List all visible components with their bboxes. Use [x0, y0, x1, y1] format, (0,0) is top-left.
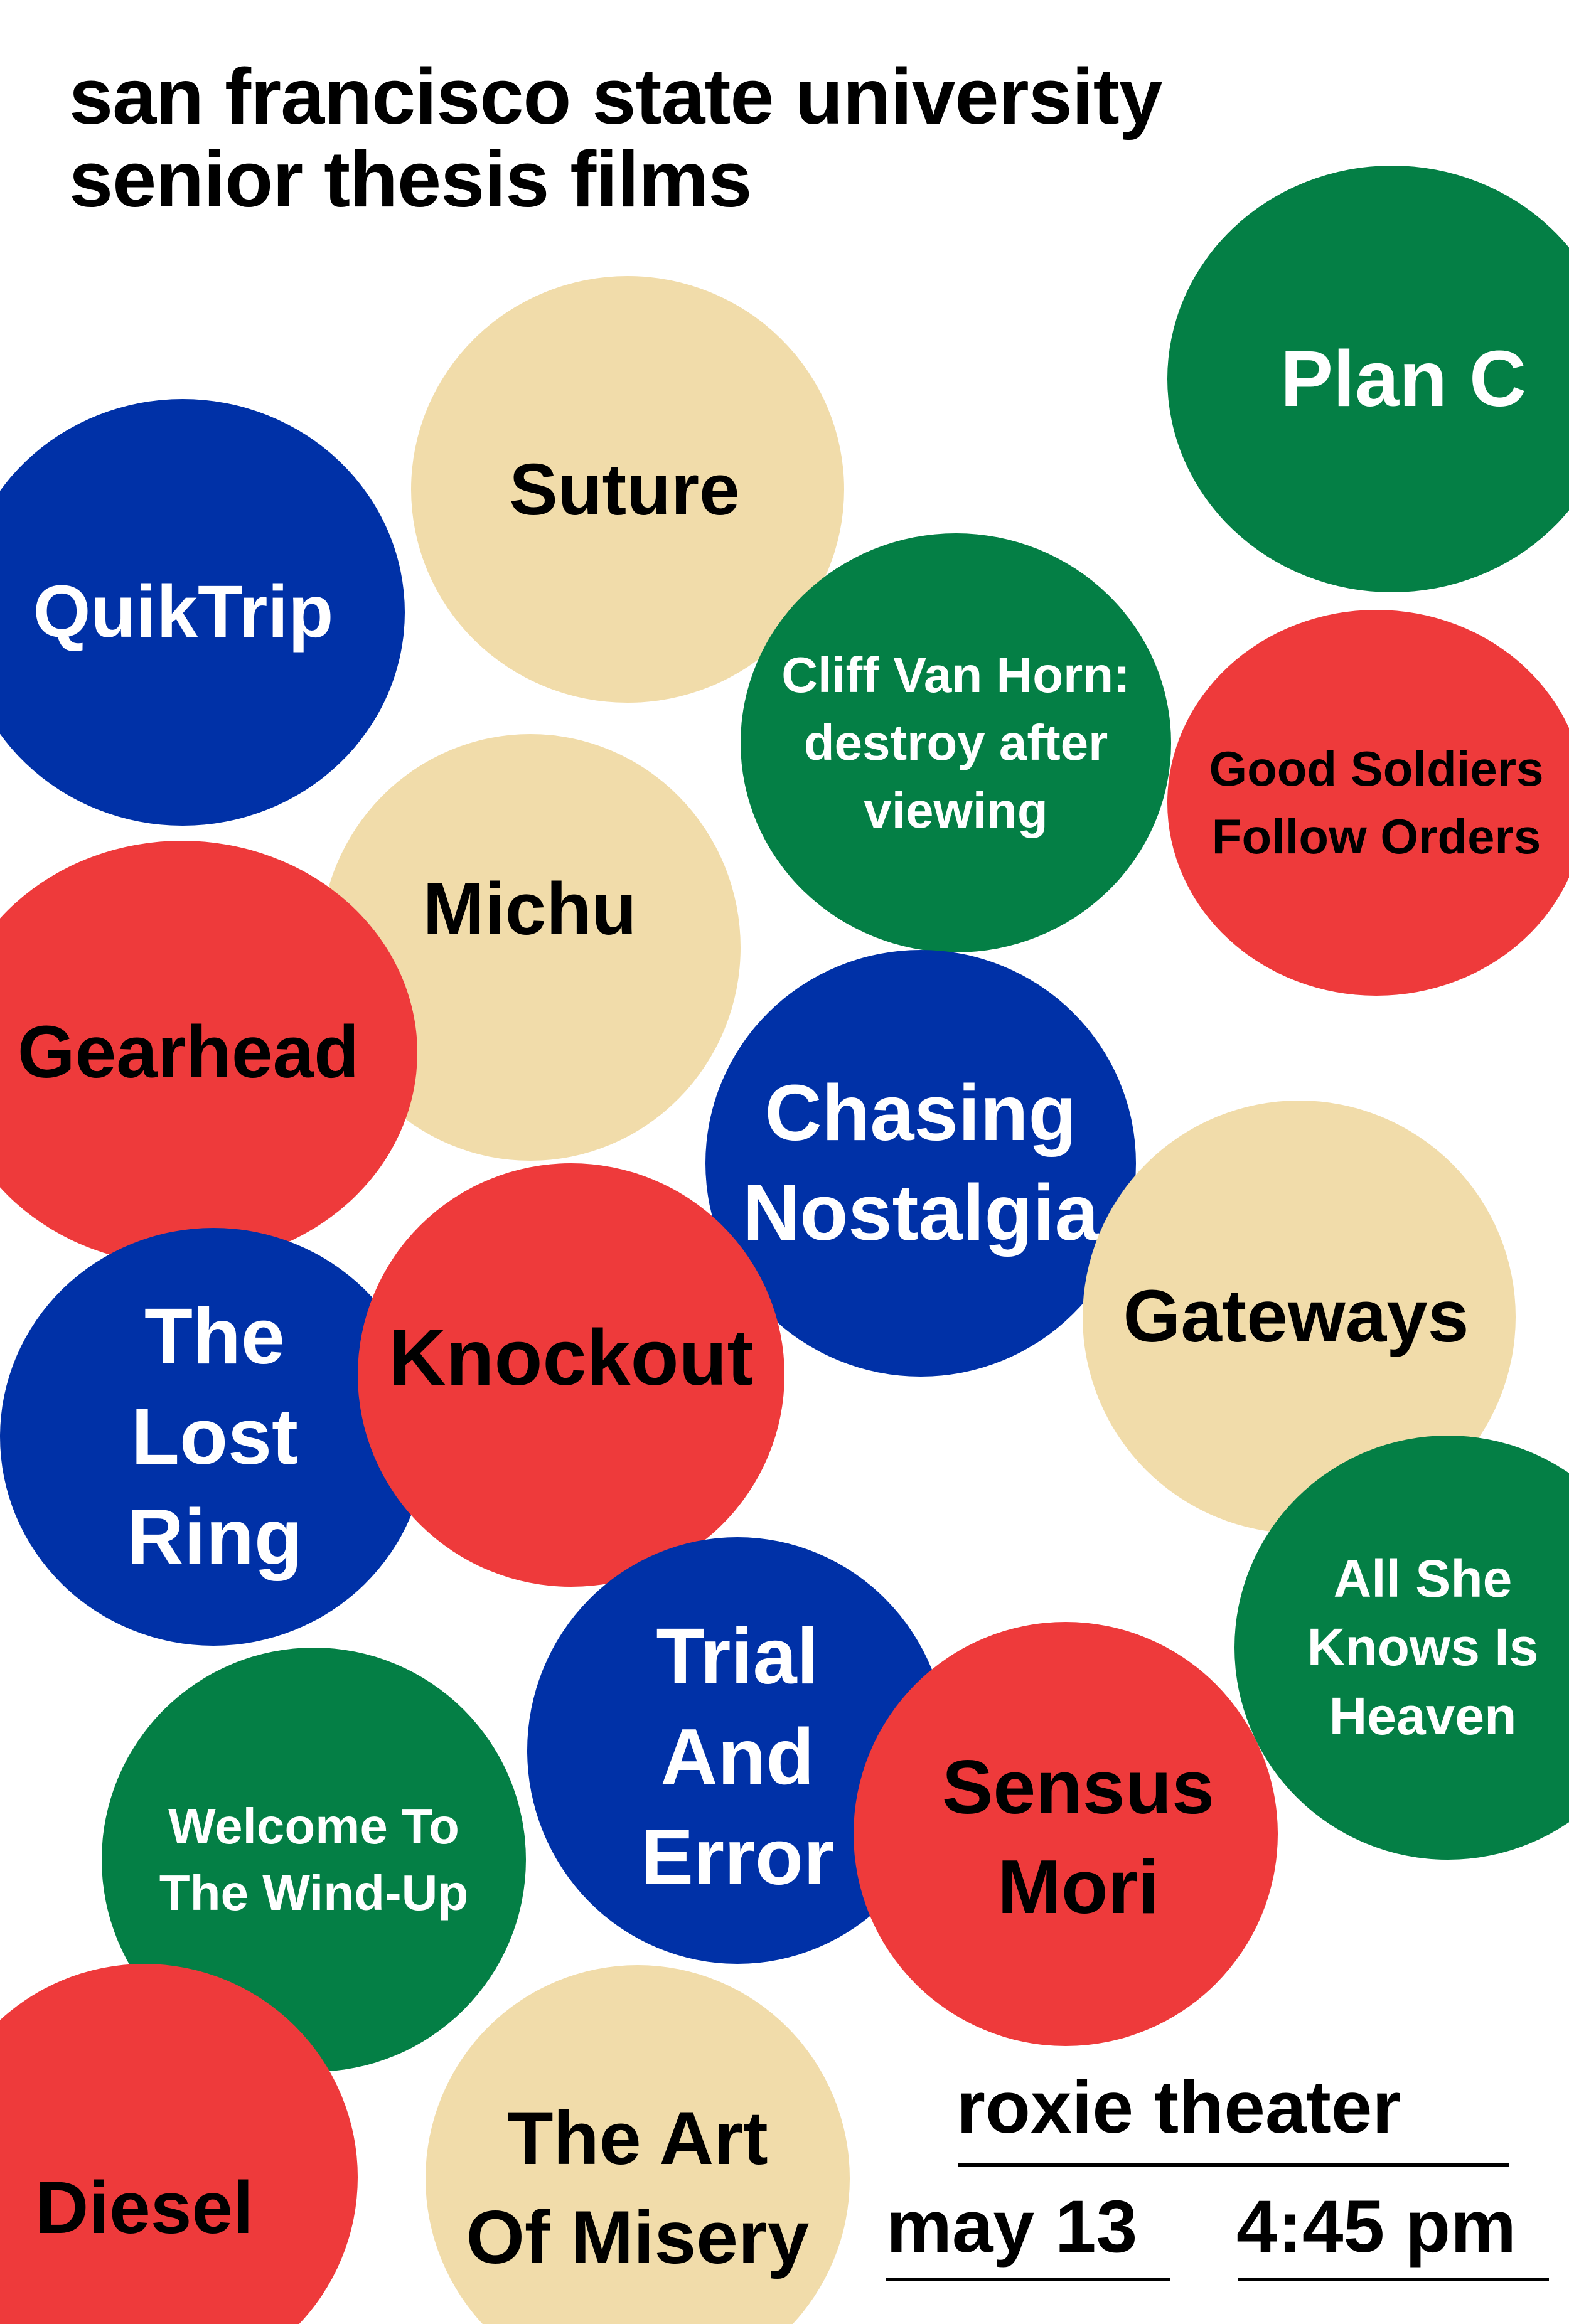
film-circle-gearhead: Gearhead: [0, 841, 417, 1265]
poster-heading: san francisco state university senior th…: [69, 52, 1163, 223]
film-circle-plan-c: Plan C: [1167, 166, 1569, 592]
venue-underline: [958, 2163, 1509, 2167]
film-title-line: Nostalgia: [742, 1168, 1099, 1257]
film-title-line: The Wind-Up: [159, 1865, 469, 1921]
heading-line-2: senior thesis films: [69, 135, 752, 223]
film-title-line: destroy after: [803, 715, 1108, 770]
film-circle-suture: Suture: [411, 276, 844, 703]
film-circle-sensus-mori: Sensus Mori: [854, 1622, 1278, 2046]
date-text: may 13: [886, 2185, 1138, 2268]
film-title-line: QuikTrip: [33, 570, 334, 654]
film-title-line: All She: [1333, 1549, 1513, 1609]
time-underline: [1238, 2278, 1549, 2281]
film-title-line: Lost: [131, 1392, 298, 1481]
film-title-line: Gateways: [1123, 1275, 1469, 1358]
film-circle-knockout: Knockout: [358, 1163, 785, 1587]
film-title-line: Sensus: [942, 1744, 1214, 1830]
date-underline: [886, 2278, 1170, 2281]
venue-text: roxie theater: [956, 2066, 1401, 2149]
film-title-line: Knockout: [388, 1313, 754, 1402]
film-title-line: Knows Is: [1307, 1618, 1539, 1677]
film-title-line: Of Misery: [466, 2195, 810, 2279]
time-text: 4:45 pm: [1236, 2185, 1516, 2268]
film-title-line: Welcome To: [168, 1798, 459, 1854]
film-circle-the-lost-ring: The Lost Ring: [0, 1228, 427, 1646]
film-circle-quiktrip: QuikTrip: [0, 399, 405, 826]
film-title-line: Error: [640, 1813, 835, 1901]
film-circle-cliff-van-horn: Cliff Van Horn: destroy after viewing: [741, 533, 1171, 952]
film-title-line: Chasing: [764, 1069, 1077, 1158]
film-title-line: Suture: [509, 448, 740, 530]
film-title-line: Heaven: [1329, 1686, 1517, 1746]
film-title-line: Mori: [997, 1844, 1159, 1929]
film-circle-art-of-misery: The Art Of Misery: [426, 1965, 850, 2324]
heading-line-1: san francisco state university: [69, 52, 1163, 141]
film-title-line: Diesel: [35, 2167, 254, 2250]
film-title-line: Good Soldiers: [1209, 740, 1544, 796]
film-circle-gateways: Gateways: [1083, 1101, 1516, 1533]
film-title-line: And: [660, 1712, 815, 1801]
film-circle-good-soldiers: Good Soldiers Follow Orders: [1167, 610, 1569, 996]
film-title-line: Michu: [422, 868, 637, 951]
film-circle-all-she-knows: All She Knows Is Heaven: [1234, 1436, 1569, 1860]
film-title-line: Plan C: [1280, 334, 1527, 424]
film-title-line: viewing: [864, 782, 1048, 838]
film-title-line: The Art: [507, 2096, 768, 2180]
film-title-line: Gearhead: [17, 1011, 360, 1094]
film-title-line: Follow Orders: [1211, 808, 1541, 864]
film-circle-welcome-wind-up: Welcome To The Wind-Up: [102, 1648, 526, 2072]
film-title-line: Cliff Van Horn:: [781, 647, 1130, 703]
film-title-line: Ring: [127, 1493, 303, 1581]
film-circle-chasing-nostalgia: Chasing Nostalgia: [705, 950, 1136, 1377]
film-title-line: Trial: [656, 1611, 819, 1700]
film-title-line: The: [144, 1291, 285, 1380]
